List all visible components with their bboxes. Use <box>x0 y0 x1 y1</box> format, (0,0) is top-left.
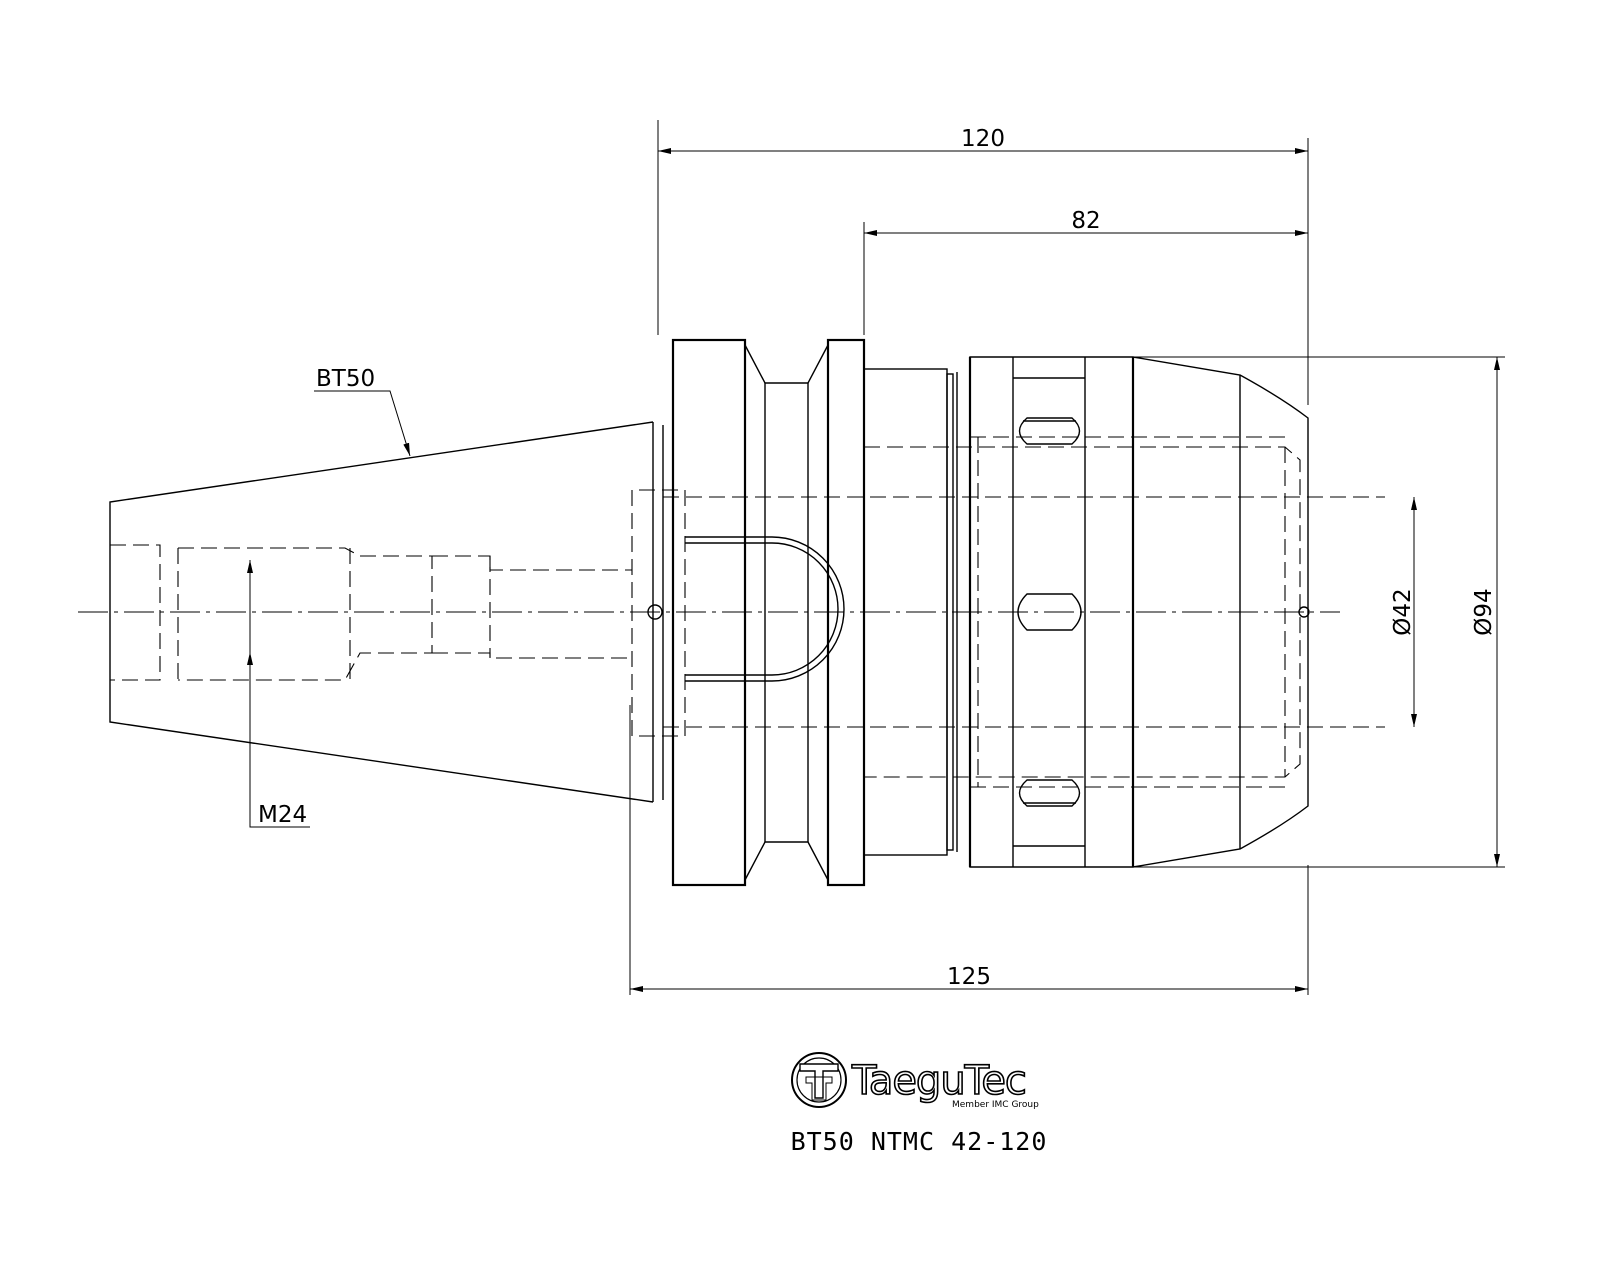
dimension-gauge-length: 125 <box>629 705 1309 995</box>
logo-tagline-text: Member IMC Group <box>952 1100 1039 1110</box>
flange <box>647 338 866 887</box>
dimension-outer-diameter: Ø94 <box>1133 356 1505 868</box>
dim-82-text: 82 <box>1071 208 1100 234</box>
taegutec-emblem-icon <box>791 1052 847 1108</box>
taper-shank <box>109 421 686 803</box>
dimension-front-length: 82 <box>863 208 1308 335</box>
dim-120-text: 120 <box>961 126 1005 152</box>
dim-94-text: Ø94 <box>1471 588 1497 635</box>
dim-42-text: Ø42 <box>1390 588 1416 635</box>
dimension-overall-length: 120 <box>657 120 1309 405</box>
model-code: BT50 NTMC 42-120 <box>791 1127 1048 1156</box>
internal-bore <box>663 436 1385 788</box>
body-neck <box>863 368 958 856</box>
dim-125-text: 125 <box>947 964 991 990</box>
label-m24-text: M24 <box>258 802 307 828</box>
label-thread: M24 <box>247 560 310 828</box>
logo-brand-text: TaeguTec <box>851 1058 1026 1104</box>
taegutec-logo: TaeguTec Member IMC Group <box>791 1052 1039 1110</box>
label-taper: BT50 <box>314 366 411 457</box>
label-bt50-text: BT50 <box>316 366 375 392</box>
clamp-nut <box>968 356 1310 868</box>
dimension-bore-diameter: Ø42 <box>1390 497 1417 727</box>
